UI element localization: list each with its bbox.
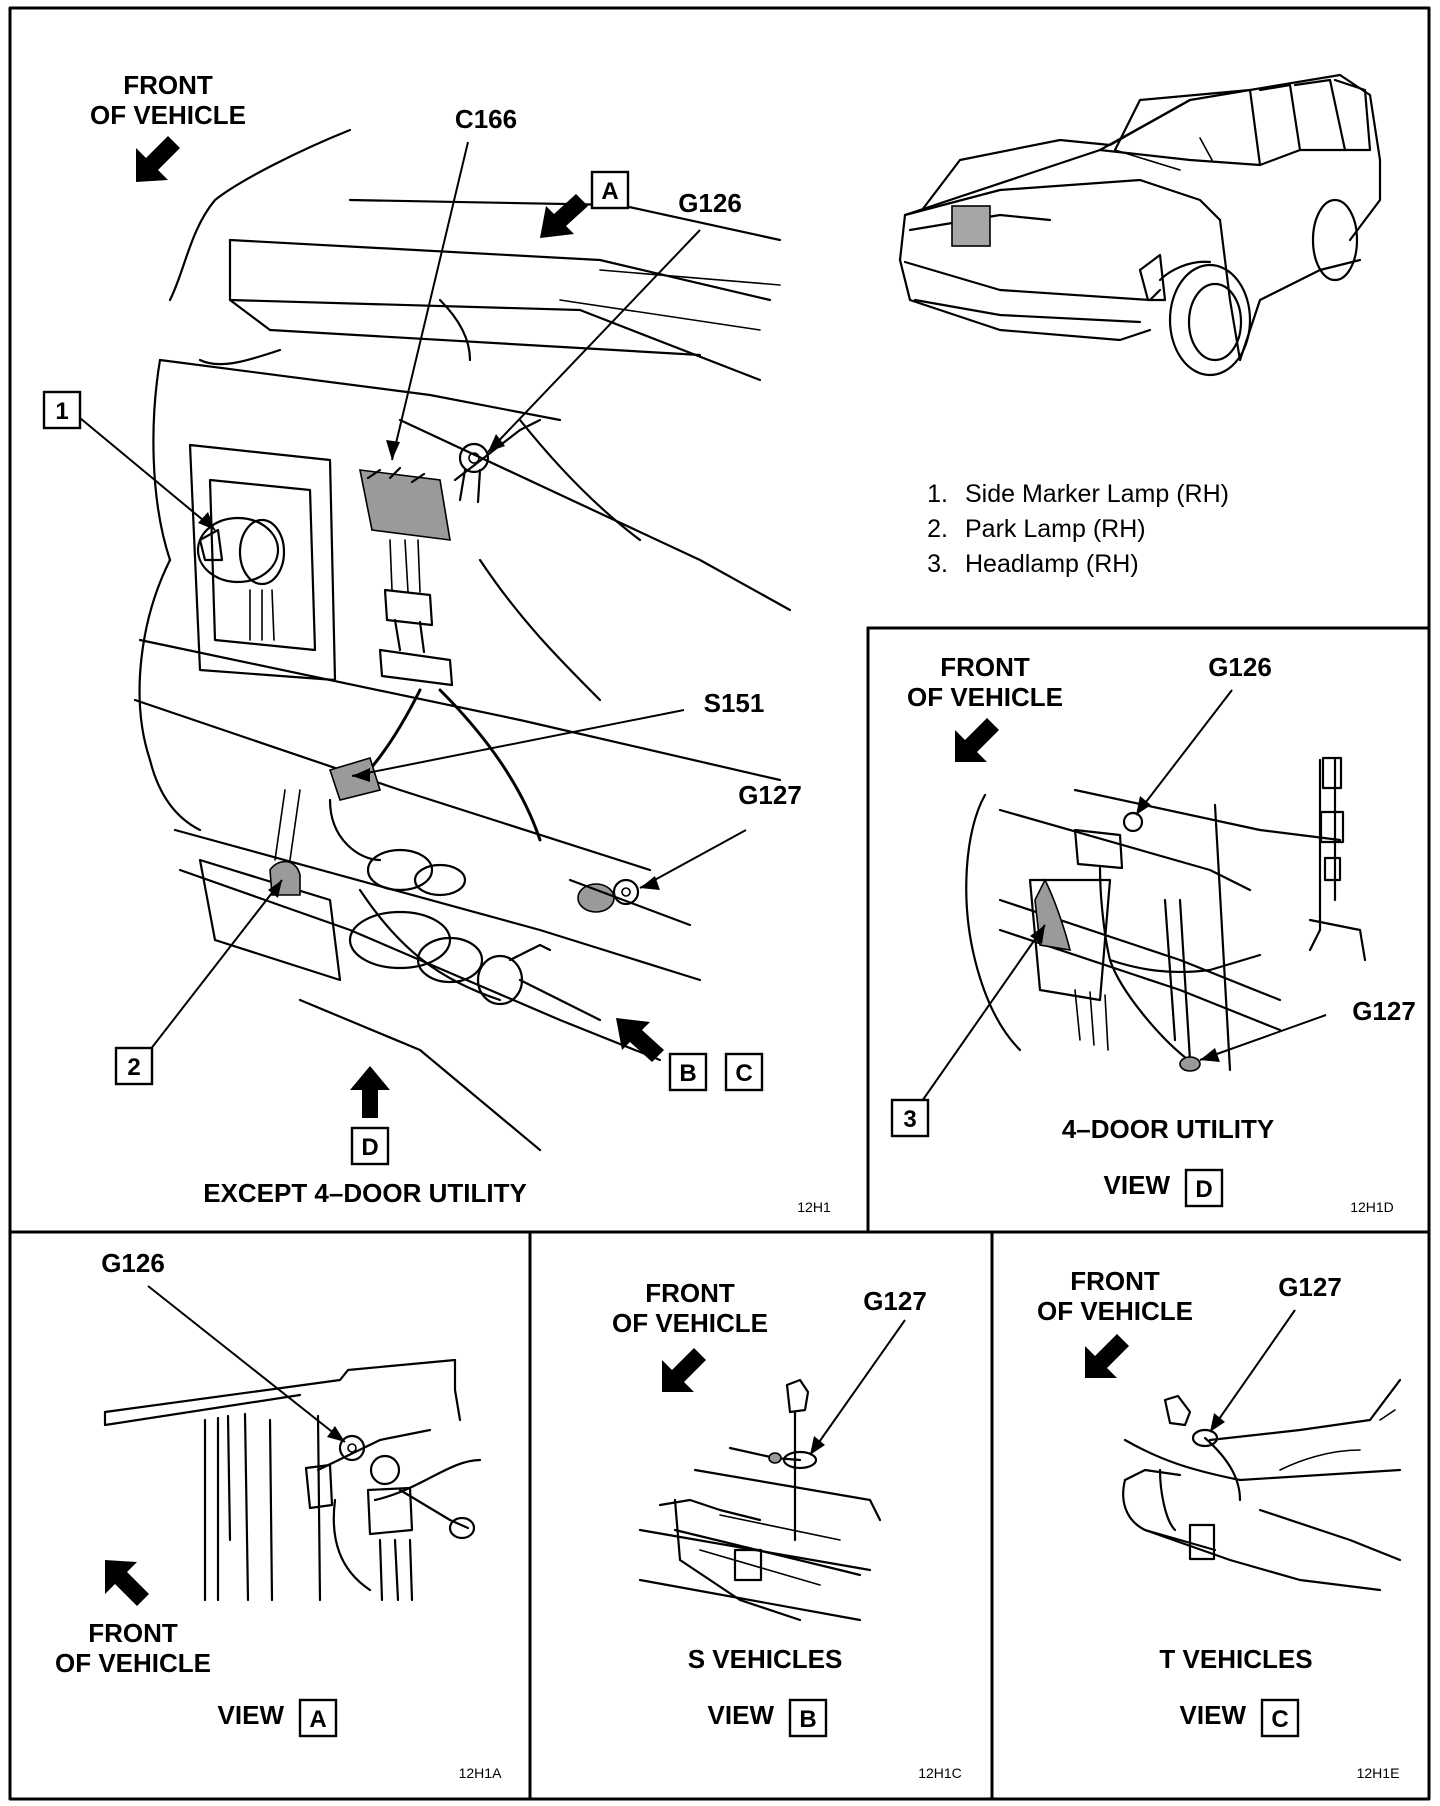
view-d-view-word: VIEW <box>1104 1170 1171 1200</box>
callout-c-text: C <box>735 1060 752 1087</box>
legend: 1. Side Marker Lamp (RH) 2. Park Lamp (R… <box>927 480 1229 578</box>
main-front-label-1: FRONT <box>123 70 213 100</box>
view-a-g126-label: G126 <box>101 1248 165 1278</box>
main-front-arrow-icon <box>136 136 180 182</box>
legend-text-3: Headlamp (RH) <box>965 550 1139 578</box>
main-caption: EXCEPT 4–DOOR UTILITY <box>203 1178 527 1208</box>
view-c-title: T VEHICLES <box>1159 1644 1312 1674</box>
ground-g127 <box>568 878 692 927</box>
c166-label: C166 <box>455 104 517 134</box>
view-d-code: 12H1D <box>1350 1199 1394 1215</box>
view-d-g127-label: G127 <box>1352 996 1416 1026</box>
view-a-view-word: VIEW <box>218 1700 285 1730</box>
view-b-title: S VEHICLES <box>688 1644 843 1674</box>
view-b-view-word: VIEW <box>708 1700 775 1730</box>
harness-s151 <box>328 688 602 1022</box>
view-a-panel: G126 FRONT OF VEHICLE VIEW A 12 <box>55 1248 502 1781</box>
view-c-structure <box>1122 1378 1402 1592</box>
view-b-letter: B <box>799 1706 816 1733</box>
legend-num-1: 1. <box>927 480 948 508</box>
ground-g126 <box>453 418 542 504</box>
view-c-view-word: VIEW <box>1180 1700 1247 1730</box>
view-a-structure <box>103 1358 482 1602</box>
view-a-arrow-icon <box>540 194 588 238</box>
view-b-structure <box>638 1378 882 1622</box>
main-leaders <box>79 141 747 1051</box>
view-a-front-label-1: FRONT <box>88 1618 178 1648</box>
view-d-callout-box-3 <box>890 1098 930 1138</box>
view-c-panel: FRONT OF VEHICLE G127 T VEHICLES VIEW C … <box>1037 1266 1402 1781</box>
callout-box-a <box>590 170 630 210</box>
callout-box-2 <box>114 1046 154 1086</box>
view-d-letter: D <box>1195 1176 1212 1203</box>
view-d-arrow-icon <box>350 1066 390 1118</box>
view-a-letter-box <box>298 1698 338 1738</box>
legend-num-3: 3. <box>927 550 948 578</box>
callout-b-text: B <box>679 1060 696 1087</box>
view-d-front-label-1: FRONT <box>940 652 1030 682</box>
view-d-front-arrow-icon <box>955 718 999 762</box>
main-view: FRONT OF VEHICLE <box>42 70 831 1215</box>
view-c-front-arrow-icon <box>1085 1334 1129 1378</box>
callout-box-1 <box>42 390 82 430</box>
g126-label: G126 <box>678 188 742 218</box>
legend-text-1: Side Marker Lamp (RH) <box>965 480 1229 508</box>
main-vehicle-structure <box>133 128 792 1152</box>
view-b-front-label-1: FRONT <box>645 1278 735 1308</box>
view-d-title: 4–DOOR UTILITY <box>1062 1114 1274 1144</box>
s151-label: S151 <box>704 688 765 718</box>
view-c-front-label-1: FRONT <box>1070 1266 1160 1296</box>
view-a-code: 12H1A <box>459 1765 502 1781</box>
view-d-structure <box>965 756 1367 1072</box>
side-marker-lamp <box>196 516 286 641</box>
view-c-g127-label: G127 <box>1278 1272 1342 1302</box>
view-b-front-label-2: OF VEHICLE <box>612 1308 768 1338</box>
view-b-panel: FRONT OF VEHICLE G127 S VEHICLES VIEW B … <box>612 1278 962 1781</box>
view-bc-arrow-icon <box>616 1018 664 1062</box>
callout-1-text: 1 <box>55 398 68 425</box>
callout-d-text: D <box>361 1134 378 1161</box>
view-b-code: 12H1C <box>918 1765 962 1781</box>
main-code: 12H1 <box>797 1199 831 1215</box>
vehicle-thumbnail <box>898 73 1382 377</box>
view-c-letter: C <box>1271 1706 1288 1733</box>
view-d-front-label-2: OF VEHICLE <box>907 682 1063 712</box>
view-a-letter: A <box>309 1706 326 1733</box>
view-b-front-arrow-icon <box>662 1348 706 1392</box>
view-d-letter-box <box>1184 1168 1224 1208</box>
view-d-g126-label: G126 <box>1208 652 1272 682</box>
main-front-label-2: OF VEHICLE <box>90 100 246 130</box>
legend-text-2: Park Lamp (RH) <box>965 515 1146 543</box>
callout-box-d <box>350 1126 390 1166</box>
view-b-letter-box <box>788 1698 828 1738</box>
connector-c166 <box>358 466 454 687</box>
view-c-code: 12H1E <box>1357 1765 1400 1781</box>
view-b-g127-label: G127 <box>863 1286 927 1316</box>
view-c-letter-box <box>1260 1698 1300 1738</box>
panel-frames <box>8 6 1431 1801</box>
view-a-front-arrow-icon <box>105 1560 149 1606</box>
view-a-front-label-2: OF VEHICLE <box>55 1648 211 1678</box>
view-d-callout-3-text: 3 <box>903 1106 916 1133</box>
g127-label: G127 <box>738 780 802 810</box>
callout-2-text: 2 <box>127 1054 140 1081</box>
park-lamp <box>269 789 301 896</box>
legend-num-2: 2. <box>927 515 948 543</box>
view-c-front-label-2: OF VEHICLE <box>1037 1296 1193 1326</box>
callout-box-b <box>668 1052 708 1092</box>
callout-box-c <box>724 1052 764 1092</box>
view-d-panel: FRONT OF VEHICLE G126 G127 <box>890 652 1416 1215</box>
callout-a-text: A <box>601 178 618 205</box>
